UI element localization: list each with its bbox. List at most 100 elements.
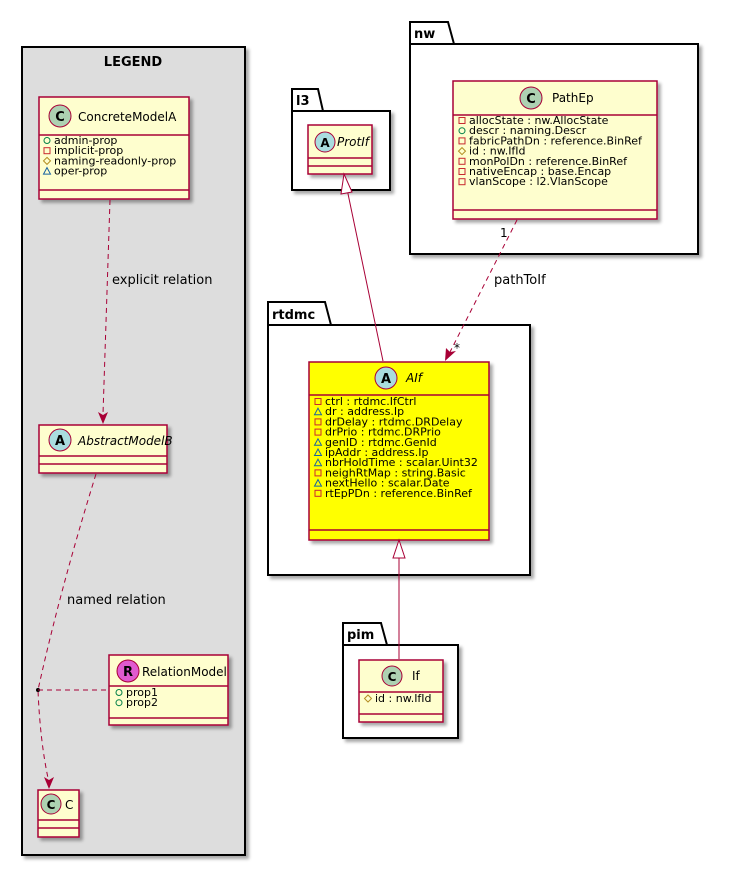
- private-visibility-icon: [43, 147, 51, 155]
- class-name: RelationModel: [142, 665, 227, 679]
- private-visibility-icon: [314, 418, 322, 426]
- class-badge-icon: [519, 86, 543, 110]
- private-visibility-icon: [458, 168, 466, 175]
- class-name: ProtIf: [337, 135, 371, 149]
- class-badge-letter: C: [526, 92, 536, 107]
- attribute-text: oper-prop: [54, 165, 107, 178]
- rtdmc-title: rtdmc: [272, 308, 315, 323]
- attribute-text: id : nw.IfId: [469, 145, 526, 158]
- class-name: AbstractModelB: [77, 434, 173, 448]
- attribute-text: neighRtMap : string.Basic: [325, 466, 466, 479]
- class-badge-letter: C: [55, 110, 65, 125]
- legend-title: LEGEND: [104, 55, 163, 70]
- attribute-text: nbrHoldTime : scalar.Uint32: [325, 456, 478, 469]
- attribute-text: implicit-prop: [54, 144, 123, 157]
- explicit-relation-label: explicit relation: [112, 273, 212, 288]
- class-c[interactable]: C C: [37, 789, 80, 838]
- attribute-text: allocState : nw.AllocState: [469, 114, 609, 127]
- class-badge-icon: [40, 793, 62, 815]
- private-visibility-icon: [458, 157, 466, 165]
- attribute-text: fabricPathDn : reference.BinRef: [469, 134, 643, 147]
- class-name: PathEp: [552, 91, 594, 105]
- private-visibility-icon: [314, 489, 322, 497]
- attribute-text: monPolDn : reference.BinRef: [469, 155, 628, 168]
- private-visibility-icon: [458, 178, 466, 186]
- attr-list: admin-propimplicit-propnaming-readonly-p…: [42, 134, 176, 178]
- attribute-text: prop1: [126, 686, 158, 699]
- attribute-text: nextHello : scalar.Date: [325, 477, 450, 490]
- inherit-aif-protif-edge: [340, 172, 384, 362]
- named-relation-label: named relation: [67, 593, 166, 608]
- attribute-text: drPrio : rtdmc.DRPrio: [325, 426, 441, 439]
- path-to-if-edge: pathToIf 1 *: [445, 219, 546, 361]
- class-badge-letter: C: [388, 670, 397, 684]
- abstract-badge-icon: [48, 428, 72, 452]
- attribute-text: descr : naming.Descr: [469, 124, 587, 137]
- private-visibility-icon: [314, 469, 322, 477]
- abstract-badge-icon: [314, 131, 336, 153]
- package-visibility-icon: [313, 437, 323, 446]
- class-badge-letter: C: [47, 798, 56, 812]
- path-multiplicity-source: 1: [500, 226, 508, 240]
- named-relation-edge: named relation: [36, 473, 166, 789]
- attribute-text: admin-prop: [54, 134, 117, 147]
- class-concrete-model-a[interactable]: C ConcreteModelA admin-propimplicit-prop…: [38, 96, 190, 200]
- class-name: AIf: [405, 371, 424, 385]
- nw-title: nw: [414, 27, 435, 42]
- private-visibility-icon: [458, 117, 466, 124]
- attr-list: id : nw.IfId: [363, 692, 432, 705]
- package-visibility-icon: [313, 458, 323, 467]
- inherit-if-aif-edge: [392, 538, 406, 659]
- attribute-text: genID : rtdmc.GenId: [325, 436, 437, 449]
- class-if[interactable]: C If id : nw.IfId: [358, 659, 444, 723]
- package-visibility-icon: [42, 166, 52, 175]
- class-name: ConcreteModelA: [78, 110, 177, 124]
- protected-visibility-icon: [363, 694, 373, 703]
- l3-title: l3: [296, 94, 310, 109]
- protected-visibility-icon: [42, 156, 52, 166]
- package-visibility-icon: [313, 447, 323, 456]
- public-visibility-icon: [115, 699, 123, 707]
- attribute-text: naming-readonly-prop: [54, 154, 176, 167]
- attribute-text: dr : address.Ip: [325, 405, 404, 418]
- public-visibility-icon: [115, 689, 123, 696]
- explicit-relation-edge: explicit relation: [98, 199, 212, 424]
- attribute-text: drDelay : rtdmc.DRDelay: [325, 415, 463, 428]
- package-visibility-icon: [313, 478, 323, 487]
- attribute-text: ctrl : rtdmc.IfCtrl: [325, 395, 416, 408]
- class-badge-icon: [381, 665, 403, 687]
- attribute-text: id : nw.IfId: [375, 692, 432, 705]
- class-protif[interactable]: A ProtIf: [307, 124, 373, 175]
- public-visibility-icon: [43, 137, 51, 144]
- private-visibility-icon: [314, 398, 322, 405]
- private-visibility-icon: [458, 137, 466, 145]
- class-badge-letter: A: [55, 434, 65, 449]
- class-badge-letter: R: [123, 665, 133, 680]
- attribute-text: nativeEncap : base.Encap: [469, 165, 611, 178]
- attribute-text: prop2: [126, 696, 158, 709]
- class-name: C: [65, 798, 73, 812]
- public-visibility-icon: [458, 127, 466, 135]
- pim-title: pim: [347, 628, 374, 643]
- class-abstract-model-b[interactable]: A AbstractModelB: [38, 424, 173, 474]
- class-badge-icon: [48, 104, 72, 128]
- path-to-if-label: pathToIf: [494, 273, 546, 288]
- attribute-text: vlanScope : l2.VlanScope: [469, 175, 608, 188]
- class-badge-letter: A: [381, 372, 391, 387]
- class-pathep[interactable]: C PathEp allocState : nw.AllocStatedescr…: [452, 80, 658, 220]
- path-multiplicity-target: *: [454, 341, 460, 355]
- private-visibility-icon: [314, 428, 322, 436]
- attribute-text: ipAddr : address.Ip: [325, 446, 429, 459]
- class-badge-letter: A: [320, 136, 330, 150]
- attribute-text: rtEpPDn : reference.BinRef: [325, 487, 473, 500]
- class-name: If: [412, 669, 421, 683]
- abstract-badge-icon: [374, 366, 398, 390]
- relation-badge-icon: [116, 659, 140, 683]
- protected-visibility-icon: [457, 146, 467, 156]
